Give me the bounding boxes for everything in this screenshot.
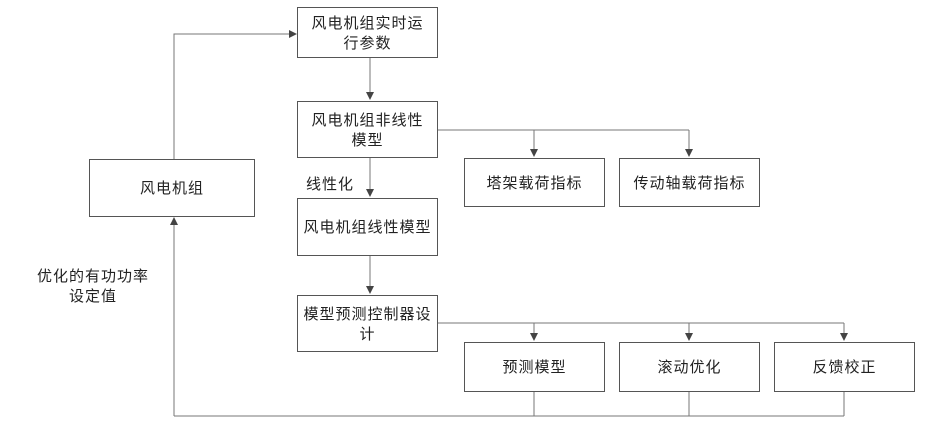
linear-model-text: 风电机组线性模型	[302, 217, 434, 237]
mpc-design-box: 模型预测控制器设计	[297, 295, 438, 352]
mpc-design-text: 模型预测控制器设计	[302, 304, 434, 344]
wind-turbine-box: 风电机组	[89, 159, 255, 217]
tower-load-box: 塔架载荷指标	[464, 158, 605, 207]
shaft-load-box: 传动轴载荷指标	[619, 158, 760, 207]
linear-model-box: 风电机组线性模型	[297, 198, 438, 256]
rolling-optimization-text: 滚动优化	[657, 357, 721, 377]
feedback-correction-text: 反馈校正	[812, 357, 876, 377]
wind-turbine-text: 风电机组	[140, 178, 204, 198]
arrow-turbine-to-params	[174, 34, 296, 159]
realtime-params-text: 风电机组实时运行参数	[309, 13, 427, 53]
optimized-setpoint-text: 优化的有功功率设定值	[37, 267, 149, 305]
shaft-load-text: 传动轴载荷指标	[633, 173, 745, 193]
prediction-model-text: 预测模型	[502, 357, 566, 377]
prediction-model-box: 预测模型	[464, 342, 605, 392]
realtime-params-box: 风电机组实时运行参数	[297, 7, 438, 58]
nonlinear-model-text: 风电机组非线性模型	[305, 110, 430, 150]
tower-load-text: 塔架载荷指标	[486, 173, 582, 193]
rolling-optimization-box: 滚动优化	[619, 342, 760, 392]
linearization-label: 线性化	[306, 174, 354, 194]
optimized-setpoint-label: 优化的有功功率设定值	[34, 266, 152, 306]
nonlinear-model-box: 风电机组非线性模型	[297, 101, 438, 158]
feedback-correction-box: 反馈校正	[774, 342, 915, 392]
